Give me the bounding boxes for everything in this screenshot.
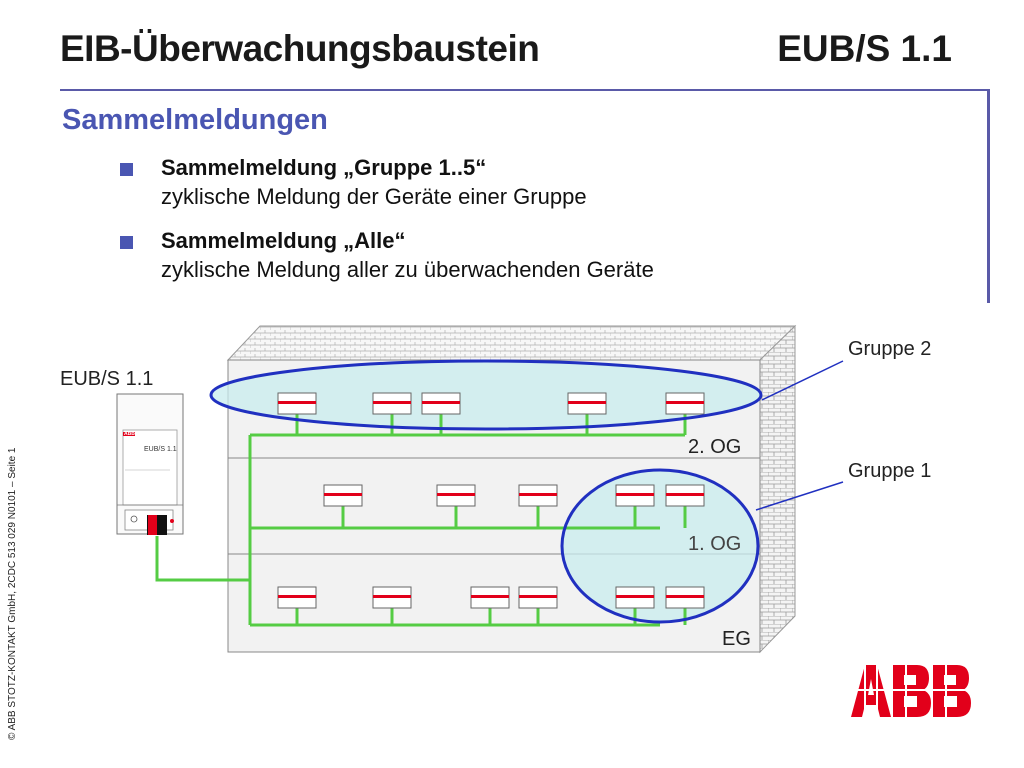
floor-label-2og: 2. OG — [688, 436, 742, 458]
product-title: EUB/S 1.1 — [777, 28, 952, 69]
device-box — [615, 484, 655, 507]
device-box — [665, 586, 705, 609]
bus-lines — [155, 414, 687, 627]
bullet-text: zyklische Meldung der Geräte einer Grupp… — [161, 184, 587, 209]
bus-devices — [277, 392, 705, 609]
device-box — [277, 586, 317, 609]
building-roof — [226, 325, 797, 361]
abb-logo — [851, 665, 973, 717]
page-title: EIB-Überwachungsbaustein — [60, 28, 540, 69]
device-box — [372, 392, 412, 415]
group-2-callout-line — [761, 360, 844, 401]
title-rule — [60, 89, 990, 91]
device-box — [665, 484, 705, 507]
group-1-label: Gruppe 1 — [848, 460, 932, 482]
bullet-item-1: Sammelmeldung „Gruppe 1..5“ zyklische Me… — [161, 153, 587, 211]
bullet-text: zyklische Meldung aller zu überwachenden… — [161, 257, 654, 282]
device-box — [372, 586, 412, 609]
bullet-head: Sammelmeldung „Alle“ — [161, 228, 406, 253]
side-rule — [987, 89, 990, 303]
device-box — [436, 484, 476, 507]
section-subtitle: Sammelmeldungen — [62, 104, 328, 136]
device-box — [323, 484, 363, 507]
floor-label-1og: 1. OG — [688, 533, 742, 555]
device-box — [615, 586, 655, 609]
device-box — [665, 392, 705, 415]
group-2-highlight — [211, 361, 761, 429]
device-front-brand: ABB — [124, 431, 135, 437]
building-side-wall — [759, 324, 796, 654]
group-1-highlight — [562, 470, 758, 622]
device-box — [567, 392, 607, 415]
device-box — [470, 586, 510, 609]
device-box — [518, 586, 558, 609]
device-front-model: EUB/S 1.1 — [144, 446, 177, 453]
bullet-head: Sammelmeldung „Gruppe 1..5“ — [161, 155, 487, 180]
group-2-label: Gruppe 2 — [848, 338, 932, 360]
group-1-outline — [560, 468, 760, 624]
group-2-outline — [209, 359, 763, 431]
group-1-callout-line — [755, 481, 844, 511]
device-box — [421, 392, 461, 415]
device-label: EUB/S 1.1 — [60, 368, 154, 390]
bullet-square-icon — [120, 163, 133, 176]
eub-device — [116, 393, 184, 535]
device-box — [518, 484, 558, 507]
floor-label-eg: EG — [722, 628, 751, 650]
bullet-square-icon — [120, 236, 133, 249]
bullet-item-2: Sammelmeldung „Alle“ zyklische Meldung a… — [161, 226, 654, 284]
device-box — [277, 392, 317, 415]
